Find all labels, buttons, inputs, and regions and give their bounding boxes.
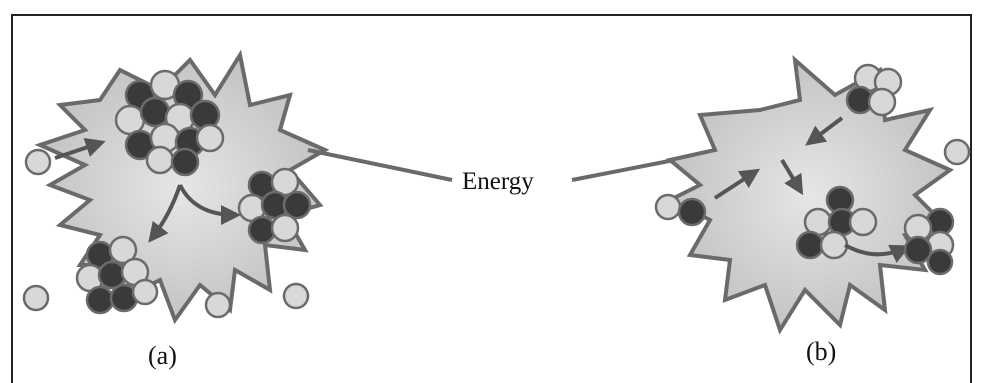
free-neutron-b — [943, 138, 971, 166]
released-neutron-1 — [22, 284, 50, 312]
released-neutron-2 — [204, 291, 232, 319]
panel-a-label: (a) — [148, 341, 177, 370]
parent-nucleus — [114, 69, 225, 177]
split-arrow-left — [148, 184, 182, 243]
product-right — [903, 207, 955, 276]
incoming-arrow — [54, 137, 106, 160]
reactant-left — [654, 193, 707, 227]
daughter-nucleus-left — [75, 235, 159, 315]
fusion-panel — [654, 55, 971, 335]
panel-b-label: (b) — [806, 337, 837, 366]
energy-line-a — [307, 148, 453, 182]
arrow-product-out — [844, 243, 911, 263]
energy-burst-b — [665, 55, 955, 335]
energy-label: Energy — [462, 168, 534, 195]
split-arrow-right — [178, 184, 241, 225]
arrow-to-product — [780, 158, 804, 196]
figure-frame — [11, 14, 972, 383]
released-neutron-3 — [282, 282, 310, 310]
fission-panel — [22, 49, 330, 325]
reactant-top — [845, 63, 903, 117]
product-nucleus — [795, 185, 878, 260]
daughter-nucleus-right — [237, 167, 312, 245]
arrow-top-in — [805, 116, 844, 146]
arrow-left-in — [713, 168, 761, 200]
incoming-neutron — [24, 148, 52, 176]
